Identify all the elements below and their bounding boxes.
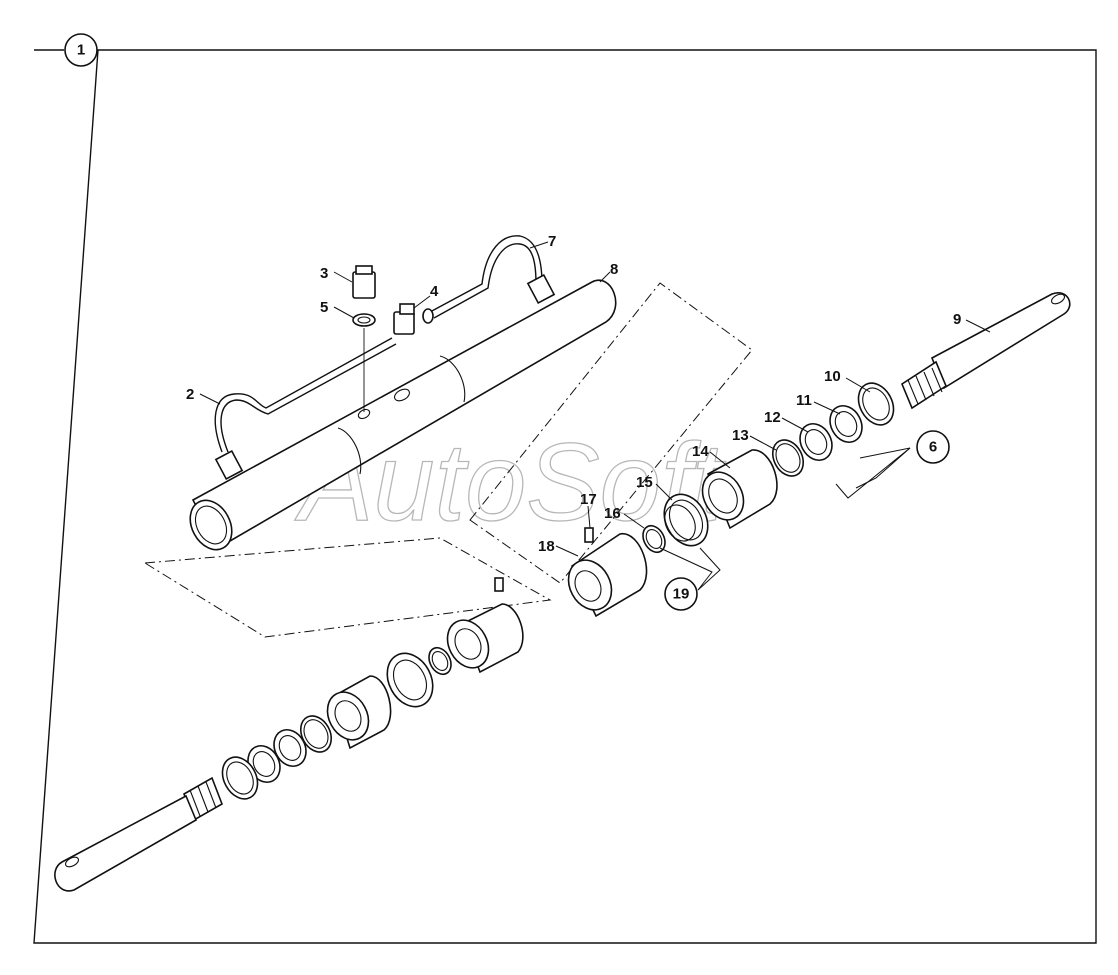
label-part-14: 14 [692, 443, 709, 460]
label-part-3: 3 [320, 265, 328, 282]
label-part-2: 2 [186, 386, 194, 403]
callout-19-text: 19 [673, 586, 690, 603]
section-outlines [143, 282, 753, 638]
label-part-17: 17 [580, 491, 597, 508]
label-part-10: 10 [824, 368, 841, 385]
callout-6-text: 6 [929, 439, 937, 456]
frame-callout: 1 [77, 42, 85, 59]
label-part-9: 9 [953, 311, 961, 328]
label-part-18: 18 [538, 538, 555, 555]
label-part-8: 8 [610, 261, 618, 278]
piston-rod-upper [901, 292, 1071, 410]
label-part-5: 5 [320, 299, 328, 316]
label-part-12: 12 [764, 409, 781, 426]
part-labels: 3 5 4 2 7 8 9 10 11 12 13 14 15 16 17 18 [186, 233, 961, 555]
fittings [352, 265, 434, 412]
diagram-frame: 1 [33, 33, 1097, 944]
label-part-4: 4 [430, 283, 439, 300]
label-part-16: 16 [604, 505, 621, 522]
callout-6: 6 [916, 430, 950, 464]
label-part-15: 15 [636, 474, 653, 491]
leader-lines [199, 241, 991, 591]
label-part-7: 7 [548, 233, 556, 250]
hydraulic-line [214, 337, 397, 481]
label-part-13: 13 [732, 427, 749, 444]
cylinder-barrel [189, 279, 617, 551]
lower-assembly [54, 577, 524, 892]
piston-upper [567, 527, 648, 618]
callout-19: 19 [664, 577, 698, 611]
ring-stack-upper [642, 382, 895, 554]
label-part-11: 11 [796, 392, 812, 409]
upper-line [429, 235, 556, 319]
